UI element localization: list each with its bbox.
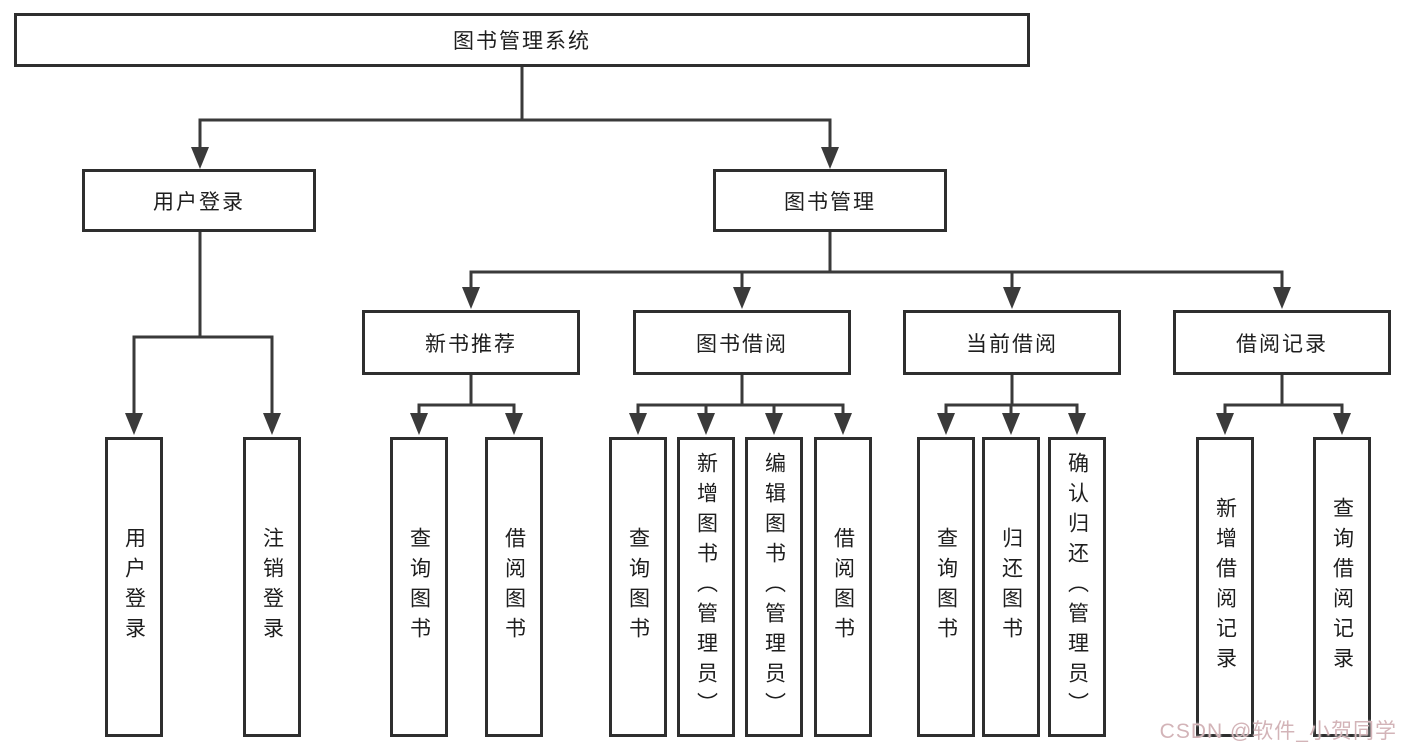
node-label: 当前借阅 [966, 332, 1058, 356]
node-label: 图书借阅 [696, 332, 788, 356]
node-book-borrowing: 图书借阅 [633, 310, 851, 375]
node-add-books-admin: 新增图书（管理员） [677, 437, 735, 737]
arrowhead [1216, 413, 1234, 435]
arrowhead [125, 413, 143, 435]
node-new-book-recommendation: 新书推荐 [362, 310, 580, 375]
node-user-login: 用户登录 [105, 437, 163, 737]
arrowhead [410, 413, 428, 435]
node-query-books-current: 查询图书 [917, 437, 975, 737]
arrowhead [505, 413, 523, 435]
node-label: 查询图书 [626, 527, 650, 647]
node-label: 查询借阅记录 [1330, 497, 1354, 677]
arrowhead [937, 413, 955, 435]
csdn-watermark: CSDN @软件_小贺同学 [1159, 720, 1397, 743]
node-library-management-system: 图书管理系统 [14, 13, 1030, 67]
node-label: 用户登录 [153, 190, 245, 214]
arrowhead [1333, 413, 1351, 435]
arrowhead [191, 147, 209, 169]
node-return-books: 归还图书 [982, 437, 1040, 737]
arrowhead [834, 413, 852, 435]
arrowhead [697, 413, 715, 435]
arrowheads [125, 147, 1351, 435]
arrowhead [462, 287, 480, 309]
node-label: 图书管理 [784, 190, 876, 214]
node-label: 用户登录 [122, 527, 146, 647]
node-label: 注销登录 [260, 527, 284, 647]
node-borrowing-records: 借阅记录 [1173, 310, 1391, 375]
node-label: 图书管理系统 [453, 30, 591, 53]
node-query-borrow-record: 查询借阅记录 [1313, 437, 1371, 737]
node-book-management-branch: 图书管理 [713, 169, 947, 232]
arrowhead [263, 413, 281, 435]
node-label: 新书推荐 [425, 332, 517, 356]
node-query-books-borrowing: 查询图书 [609, 437, 667, 737]
node-label: 新增图书（管理员） [694, 452, 718, 722]
node-label: 归还图书 [999, 527, 1023, 647]
node-label: 借阅记录 [1236, 332, 1328, 356]
arrowhead [733, 287, 751, 309]
node-user-login-branch: 用户登录 [82, 169, 316, 232]
node-borrow-books: 借阅图书 [814, 437, 872, 737]
arrowhead [1003, 287, 1021, 309]
arrowhead [821, 147, 839, 169]
arrowhead [765, 413, 783, 435]
node-confirm-return-admin: 确认归还（管理员） [1048, 437, 1106, 737]
node-label: 借阅图书 [831, 527, 855, 647]
tree-edges [132, 67, 1344, 417]
arrowhead [1002, 413, 1020, 435]
node-label: 新增借阅记录 [1213, 497, 1237, 677]
node-label: 编辑图书（管理员） [762, 452, 786, 722]
node-label: 借阅图书 [502, 527, 526, 647]
node-current-borrowing: 当前借阅 [903, 310, 1121, 375]
node-edit-books-admin: 编辑图书（管理员） [745, 437, 803, 737]
node-add-borrow-record: 新增借阅记录 [1196, 437, 1254, 737]
node-borrow-books-recommend: 借阅图书 [485, 437, 543, 737]
arrowhead [1068, 413, 1086, 435]
arrowhead [1273, 287, 1291, 309]
node-logout: 注销登录 [243, 437, 301, 737]
node-label: 确认归还（管理员） [1065, 452, 1089, 722]
node-label: 查询图书 [407, 527, 431, 647]
arrowhead [629, 413, 647, 435]
node-label: 查询图书 [934, 527, 958, 647]
node-query-books-recommend: 查询图书 [390, 437, 448, 737]
